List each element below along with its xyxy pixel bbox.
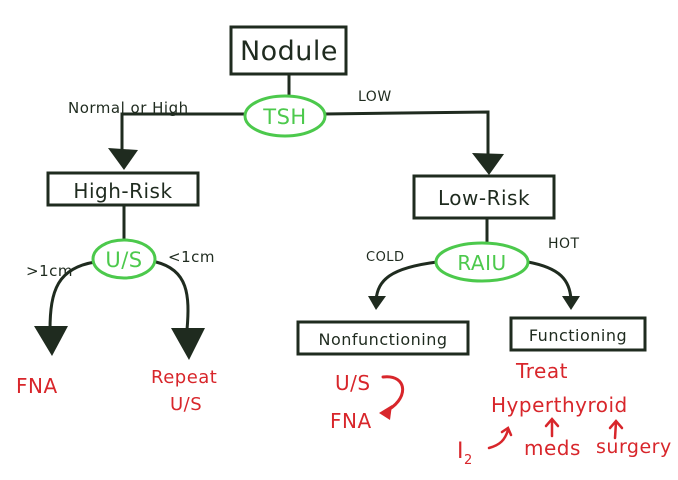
connectors [48, 72, 573, 332]
node-functioning: Functioning [509, 316, 647, 352]
small-arrows [487, 417, 624, 450]
edge-gt-1cm: >1cm [26, 262, 73, 280]
curved-arrow [381, 375, 405, 414]
arrow-meds-head [544, 417, 560, 428]
connector-us-fna [48, 260, 97, 332]
arrowhead-high-risk [108, 148, 138, 170]
connector-us-repeat [154, 260, 190, 332]
nonfunctioning-label: Nonfunctioning [319, 330, 448, 349]
outcome-nonfunc-us: U/S [335, 371, 371, 395]
nodule-label: Nodule [240, 36, 338, 67]
arrowhead-functioning [562, 296, 580, 310]
outcome-hyperthyroid: Hyperthyroid [491, 393, 628, 417]
outcome-i2: I2 [457, 439, 473, 468]
i2-subscript: 2 [464, 453, 473, 468]
functioning-label: Functioning [529, 326, 627, 345]
functioning-box [509, 316, 647, 352]
edge-cold: COLD [366, 250, 405, 265]
low-risk-box [412, 174, 556, 220]
us-oval [91, 238, 157, 280]
outcome-repeat-us: U/S [170, 394, 202, 415]
outcome-surgery: surgery [596, 436, 672, 458]
connector-raiu-nonfunctioning [374, 260, 439, 302]
curved-arrowhead [379, 405, 392, 420]
edge-lt-1cm: <1cm [168, 248, 215, 266]
outcomes: FNA Repeat U/S U/S FNA Treat Hyperthyroi… [16, 359, 672, 468]
outcome-treat: Treat [515, 359, 568, 383]
outcome-repeat: Repeat [151, 367, 217, 388]
arrow-surgery-hyperthyroid [613, 420, 618, 440]
arrow-surgery-head [608, 419, 624, 430]
arrowhead-repeat [171, 328, 205, 360]
connector-tsh-low-risk [322, 110, 490, 156]
low-risk-label: Low-Risk [438, 186, 530, 210]
arrowhead-fna [34, 326, 68, 356]
edge-hot: HOT [548, 236, 580, 252]
node-us: U/S [91, 238, 157, 280]
node-raiu: RAIU [434, 241, 530, 283]
nodule-box [229, 25, 348, 76]
outcome-fna: FNA [16, 374, 58, 398]
i2-main: I [457, 439, 464, 464]
node-tsh: TSH [243, 94, 327, 138]
node-high-risk: High-Risk [46, 171, 200, 207]
arrowheads [34, 148, 580, 360]
arrowhead-low-risk [472, 153, 504, 175]
nonfunctioning-box [296, 320, 470, 356]
raiu-label: RAIU [457, 251, 506, 275]
raiu-oval [434, 241, 530, 283]
node-low-risk: Low-Risk [412, 174, 556, 220]
edge-labels: Normal or High LOW >1cm <1cm COLD HOT [26, 89, 580, 280]
edge-normal-or-high: Normal or High [68, 99, 189, 117]
high-risk-box [46, 171, 200, 207]
node-nodule: Nodule [229, 25, 348, 76]
arrow-i2-hyperthyroid [487, 428, 510, 450]
high-risk-label: High-Risk [73, 179, 172, 203]
tsh-oval [243, 94, 327, 138]
outcome-nonfunc-fna: FNA [330, 409, 372, 433]
connector-tsh-high-risk [120, 112, 248, 152]
edge-low: LOW [358, 89, 392, 105]
connector-raiu-functioning [526, 260, 573, 302]
arrow-i2-head [500, 426, 513, 437]
tsh-label: TSH [262, 105, 306, 129]
outcome-meds: meds [524, 436, 581, 460]
node-nonfunctioning: Nonfunctioning [296, 320, 470, 356]
arrowhead-nonfunctioning [368, 296, 386, 310]
us-label: U/S [105, 248, 142, 272]
